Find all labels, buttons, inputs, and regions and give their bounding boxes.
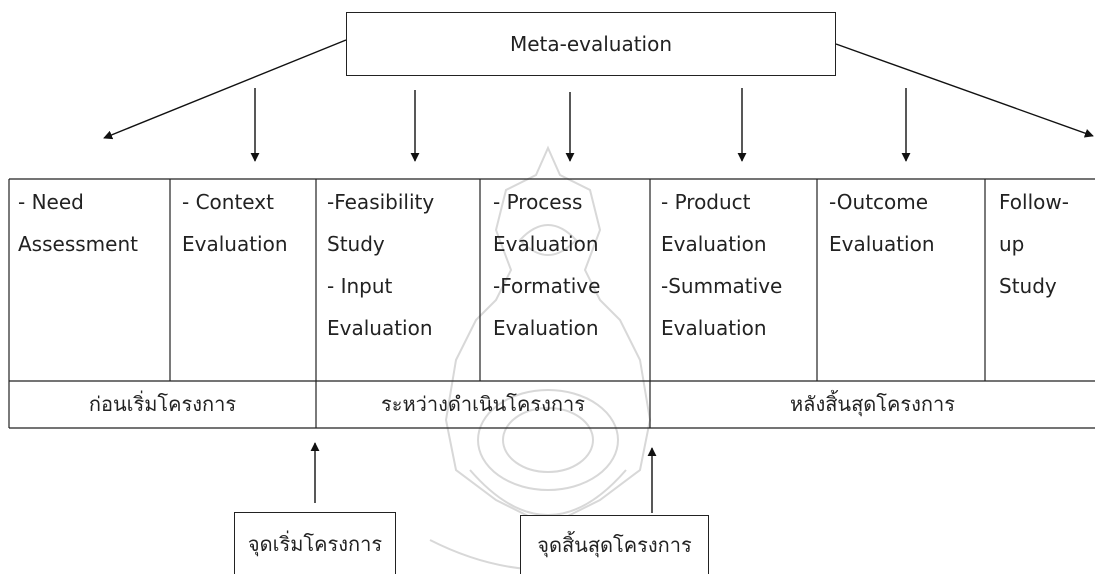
column-follow-up-study: Follow- up Study: [999, 190, 1069, 298]
meta-evaluation-box: Meta-evaluation: [346, 12, 836, 76]
evaluation-table-grid: [8, 178, 1095, 429]
phase-before-project: ก่อนเริ่มโครงการ: [88, 392, 237, 416]
project-end-box: จุดสิ้นสุดโครงการ: [520, 515, 709, 574]
column-outcome-evaluation: -Outcome Evaluation: [829, 190, 935, 256]
project-start-box: จุดเริ่มโครงการ: [234, 512, 396, 574]
arrow-diagonal-right: [835, 43, 1094, 138]
meta-evaluation-label: Meta-evaluation: [509, 32, 673, 56]
project-end-label: จุดสิ้นสุดโครงการ: [537, 533, 692, 557]
phase-during-project: ระหว่างดำเนินโครงการ: [380, 392, 585, 416]
column-need-assessment: - Need Assessment: [18, 190, 138, 256]
phase-after-project: หลังสิ้นสุดโครงการ: [790, 392, 955, 416]
column-feasibility-input: -Feasibility Study - Input Evaluation: [327, 190, 435, 340]
project-start-label: จุดเริ่มโครงการ: [247, 531, 383, 556]
column-product-summative: - Product Evaluation -Summative Evaluati…: [661, 190, 783, 340]
column-process-formative: - Process Evaluation -Formative Evaluati…: [493, 190, 601, 340]
arrow-diagonal-left: [103, 39, 347, 140]
column-context-evaluation: - Context Evaluation: [182, 190, 288, 256]
